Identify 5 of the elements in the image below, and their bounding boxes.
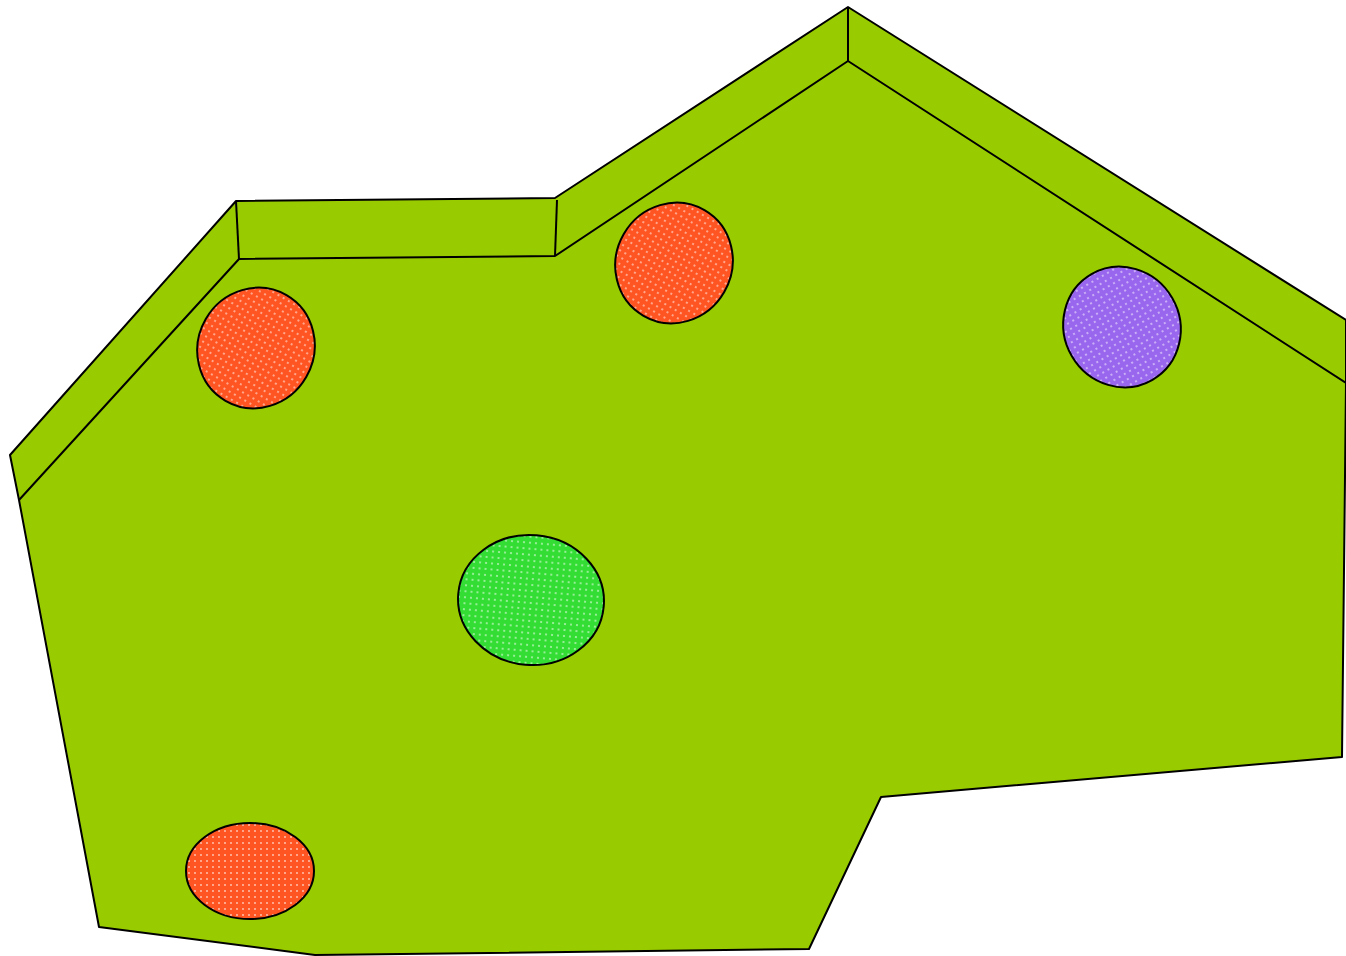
dotted-spot xyxy=(614,201,734,325)
dotted-spot xyxy=(196,286,316,410)
dotted-spot xyxy=(1062,265,1182,389)
dotted-spot xyxy=(185,822,315,920)
dotted-spot xyxy=(457,533,605,667)
